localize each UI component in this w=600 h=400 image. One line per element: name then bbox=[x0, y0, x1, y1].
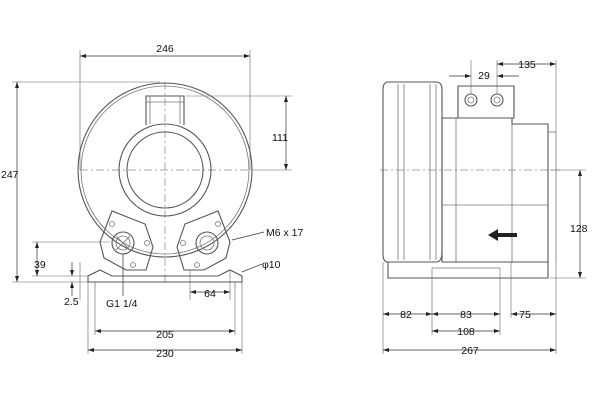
dim-arrowhead bbox=[494, 329, 500, 333]
left-port-bolt-hole bbox=[130, 262, 136, 268]
dim-arrowhead bbox=[70, 270, 74, 276]
dim-arrowhead bbox=[284, 96, 288, 102]
label-base-width: 230 bbox=[156, 348, 174, 360]
label-center-height: 128 bbox=[570, 223, 588, 235]
front-base-plate bbox=[87, 269, 243, 283]
dim-arrowhead bbox=[426, 312, 432, 316]
side-port-inner bbox=[493, 96, 501, 104]
label-overall-width: 246 bbox=[156, 43, 174, 55]
dim-arrowhead bbox=[190, 290, 196, 294]
dim-arrowhead bbox=[95, 329, 101, 333]
bolt-leader bbox=[231, 231, 265, 241]
dim-arrowhead bbox=[578, 170, 582, 176]
dim-arrowhead bbox=[70, 282, 74, 288]
flow-direction-arrow bbox=[488, 229, 517, 241]
right-port-bolt-hole bbox=[194, 262, 200, 268]
label-foot-depth: 108 bbox=[457, 326, 475, 338]
dim-arrowhead bbox=[432, 312, 438, 316]
dim-arrowhead bbox=[80, 54, 86, 58]
label-port-offset: 135 bbox=[518, 59, 536, 71]
label-foot-thickness: 2.5 bbox=[64, 296, 79, 308]
left-port-block bbox=[99, 210, 154, 271]
dim-arrowhead bbox=[88, 348, 94, 352]
dim-arrowhead bbox=[35, 242, 39, 248]
side-housing bbox=[382, 81, 443, 263]
dim-arrowhead bbox=[383, 312, 389, 316]
dim-arrowhead bbox=[15, 82, 19, 88]
label-foot-height: 39 bbox=[34, 259, 46, 271]
side-base-plate bbox=[387, 262, 549, 279]
dim-arrowhead bbox=[15, 276, 19, 282]
side-view: 29 135 128 82 83 75 108 267 bbox=[380, 59, 588, 357]
left-port-bolt-hole bbox=[109, 221, 115, 227]
right-port-bolt-hole bbox=[180, 240, 186, 246]
dim-arrowhead bbox=[494, 312, 500, 316]
dim-arrowhead bbox=[229, 329, 235, 333]
dim-arrowhead bbox=[224, 290, 230, 294]
label-mount-width: 205 bbox=[156, 329, 174, 341]
hole-leader bbox=[241, 263, 263, 273]
front-inlet-ring bbox=[118, 123, 212, 217]
side-terminal-box bbox=[457, 85, 515, 119]
right-port-block bbox=[176, 210, 231, 271]
label-hole-diameter: φ10 bbox=[262, 259, 281, 271]
dim-arrowhead bbox=[497, 62, 503, 66]
label-overall-depth: 267 bbox=[461, 345, 479, 357]
left-port-inner bbox=[115, 235, 131, 251]
left-port-bolt-hole bbox=[144, 240, 150, 246]
dim-arrowhead bbox=[511, 312, 517, 316]
side-port bbox=[490, 93, 504, 107]
side-port bbox=[464, 93, 478, 107]
label-mid-depth: 83 bbox=[460, 309, 472, 321]
front-view: 246 111 247 39 2.5 G1 1/4 M6 x 17 φ10 64… bbox=[1, 43, 304, 360]
label-port-spacing: 29 bbox=[478, 70, 490, 82]
label-front-depth: 82 bbox=[400, 309, 412, 321]
dim-arrowhead bbox=[236, 348, 242, 352]
side-port-inner bbox=[467, 96, 475, 104]
dim-arrowhead bbox=[383, 348, 389, 352]
dim-arrowhead bbox=[550, 62, 556, 66]
front-inlet-bore bbox=[126, 131, 204, 209]
label-overall-height: 247 bbox=[1, 169, 19, 181]
dim-arrowhead bbox=[465, 74, 471, 78]
dim-arrowhead bbox=[35, 270, 39, 276]
right-port-outer bbox=[195, 231, 219, 255]
front-outlet-neck bbox=[145, 95, 185, 125]
label-bolt: M6 x 17 bbox=[266, 227, 304, 239]
label-foot-spacing: 64 bbox=[204, 288, 216, 300]
right-port-bolt-hole bbox=[215, 221, 221, 227]
dim-arrowhead bbox=[497, 74, 503, 78]
dim-arrowhead bbox=[284, 164, 288, 170]
right-port-inner bbox=[199, 235, 215, 251]
side-motor-body bbox=[441, 117, 549, 263]
dim-arrowhead bbox=[244, 54, 250, 58]
label-thread: G1 1/4 bbox=[106, 298, 138, 310]
label-outlet-height: 111 bbox=[272, 132, 288, 144]
dim-arrowhead bbox=[432, 329, 438, 333]
dim-arrowhead bbox=[578, 272, 582, 278]
dim-arrowhead bbox=[550, 312, 556, 316]
left-port-cross-b bbox=[115, 235, 131, 251]
label-rear-depth: 75 bbox=[519, 309, 531, 321]
front-housing-rim bbox=[80, 85, 250, 255]
dim-arrowhead bbox=[550, 348, 556, 352]
